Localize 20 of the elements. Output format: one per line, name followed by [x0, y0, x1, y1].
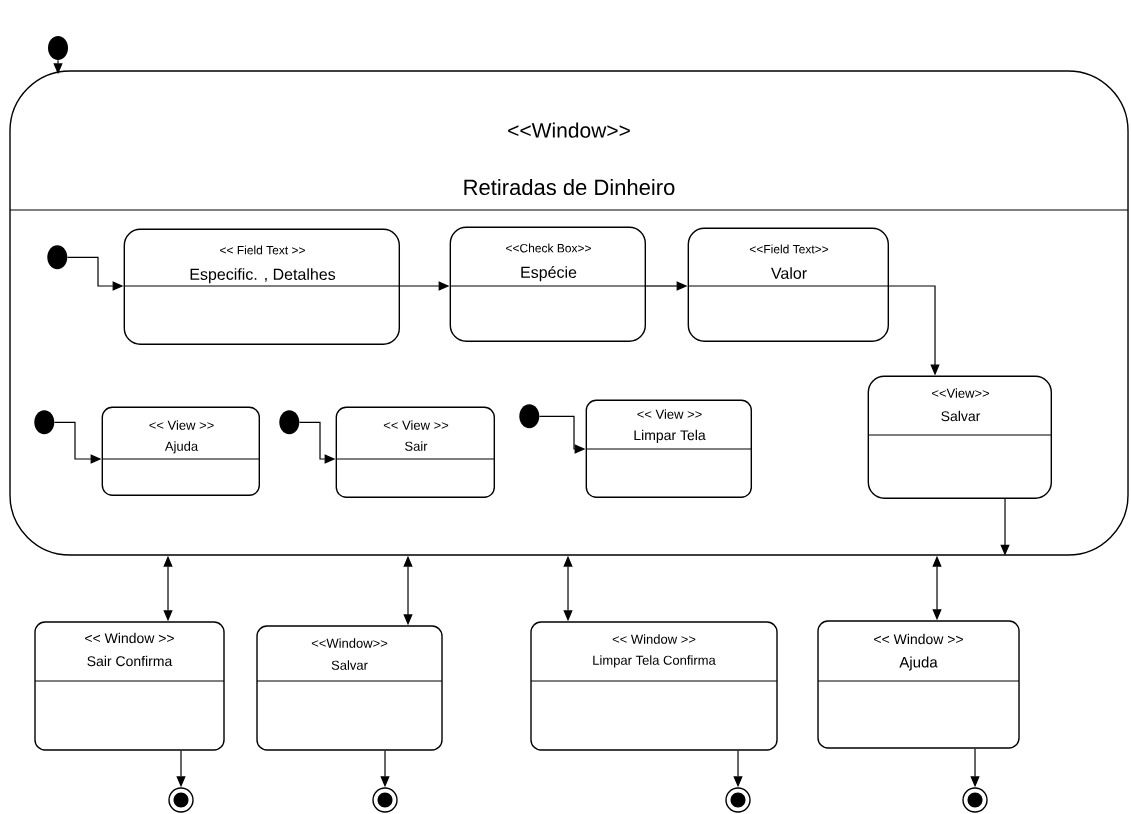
state-box: << Window >> Sair Confirma	[34, 621, 225, 751]
initial-state-dot	[47, 245, 68, 270]
state-box: <<View>> Salvar	[867, 375, 1053, 499]
initial-state-dot	[34, 410, 55, 435]
state-box: <<Check Box>> Espécie	[449, 226, 647, 342]
state-box: << View >> Sair	[335, 406, 496, 498]
final-state-bullseye	[372, 787, 398, 813]
state-box: << View >> Ajuda	[101, 406, 261, 496]
initial-state-dot	[519, 404, 540, 429]
state-box: << Window >> Limpar Tela Confirma	[530, 621, 778, 751]
final-state-bullseye	[962, 787, 988, 813]
state-box: <<Field Text>> Valor	[687, 227, 890, 342]
final-state-bullseye	[168, 787, 194, 813]
initial-state-dot	[279, 410, 300, 435]
state-box: << View >> Limpar Tela	[585, 399, 753, 498]
initial-state-dot	[48, 36, 68, 60]
final-state-bullseye	[725, 787, 751, 813]
state-box: << Window >> Ajuda	[817, 620, 1020, 749]
state-box: <<Window>> Salvar	[256, 625, 443, 751]
state-box: << Field Text >> Especific. , Detalhes	[123, 228, 401, 345]
